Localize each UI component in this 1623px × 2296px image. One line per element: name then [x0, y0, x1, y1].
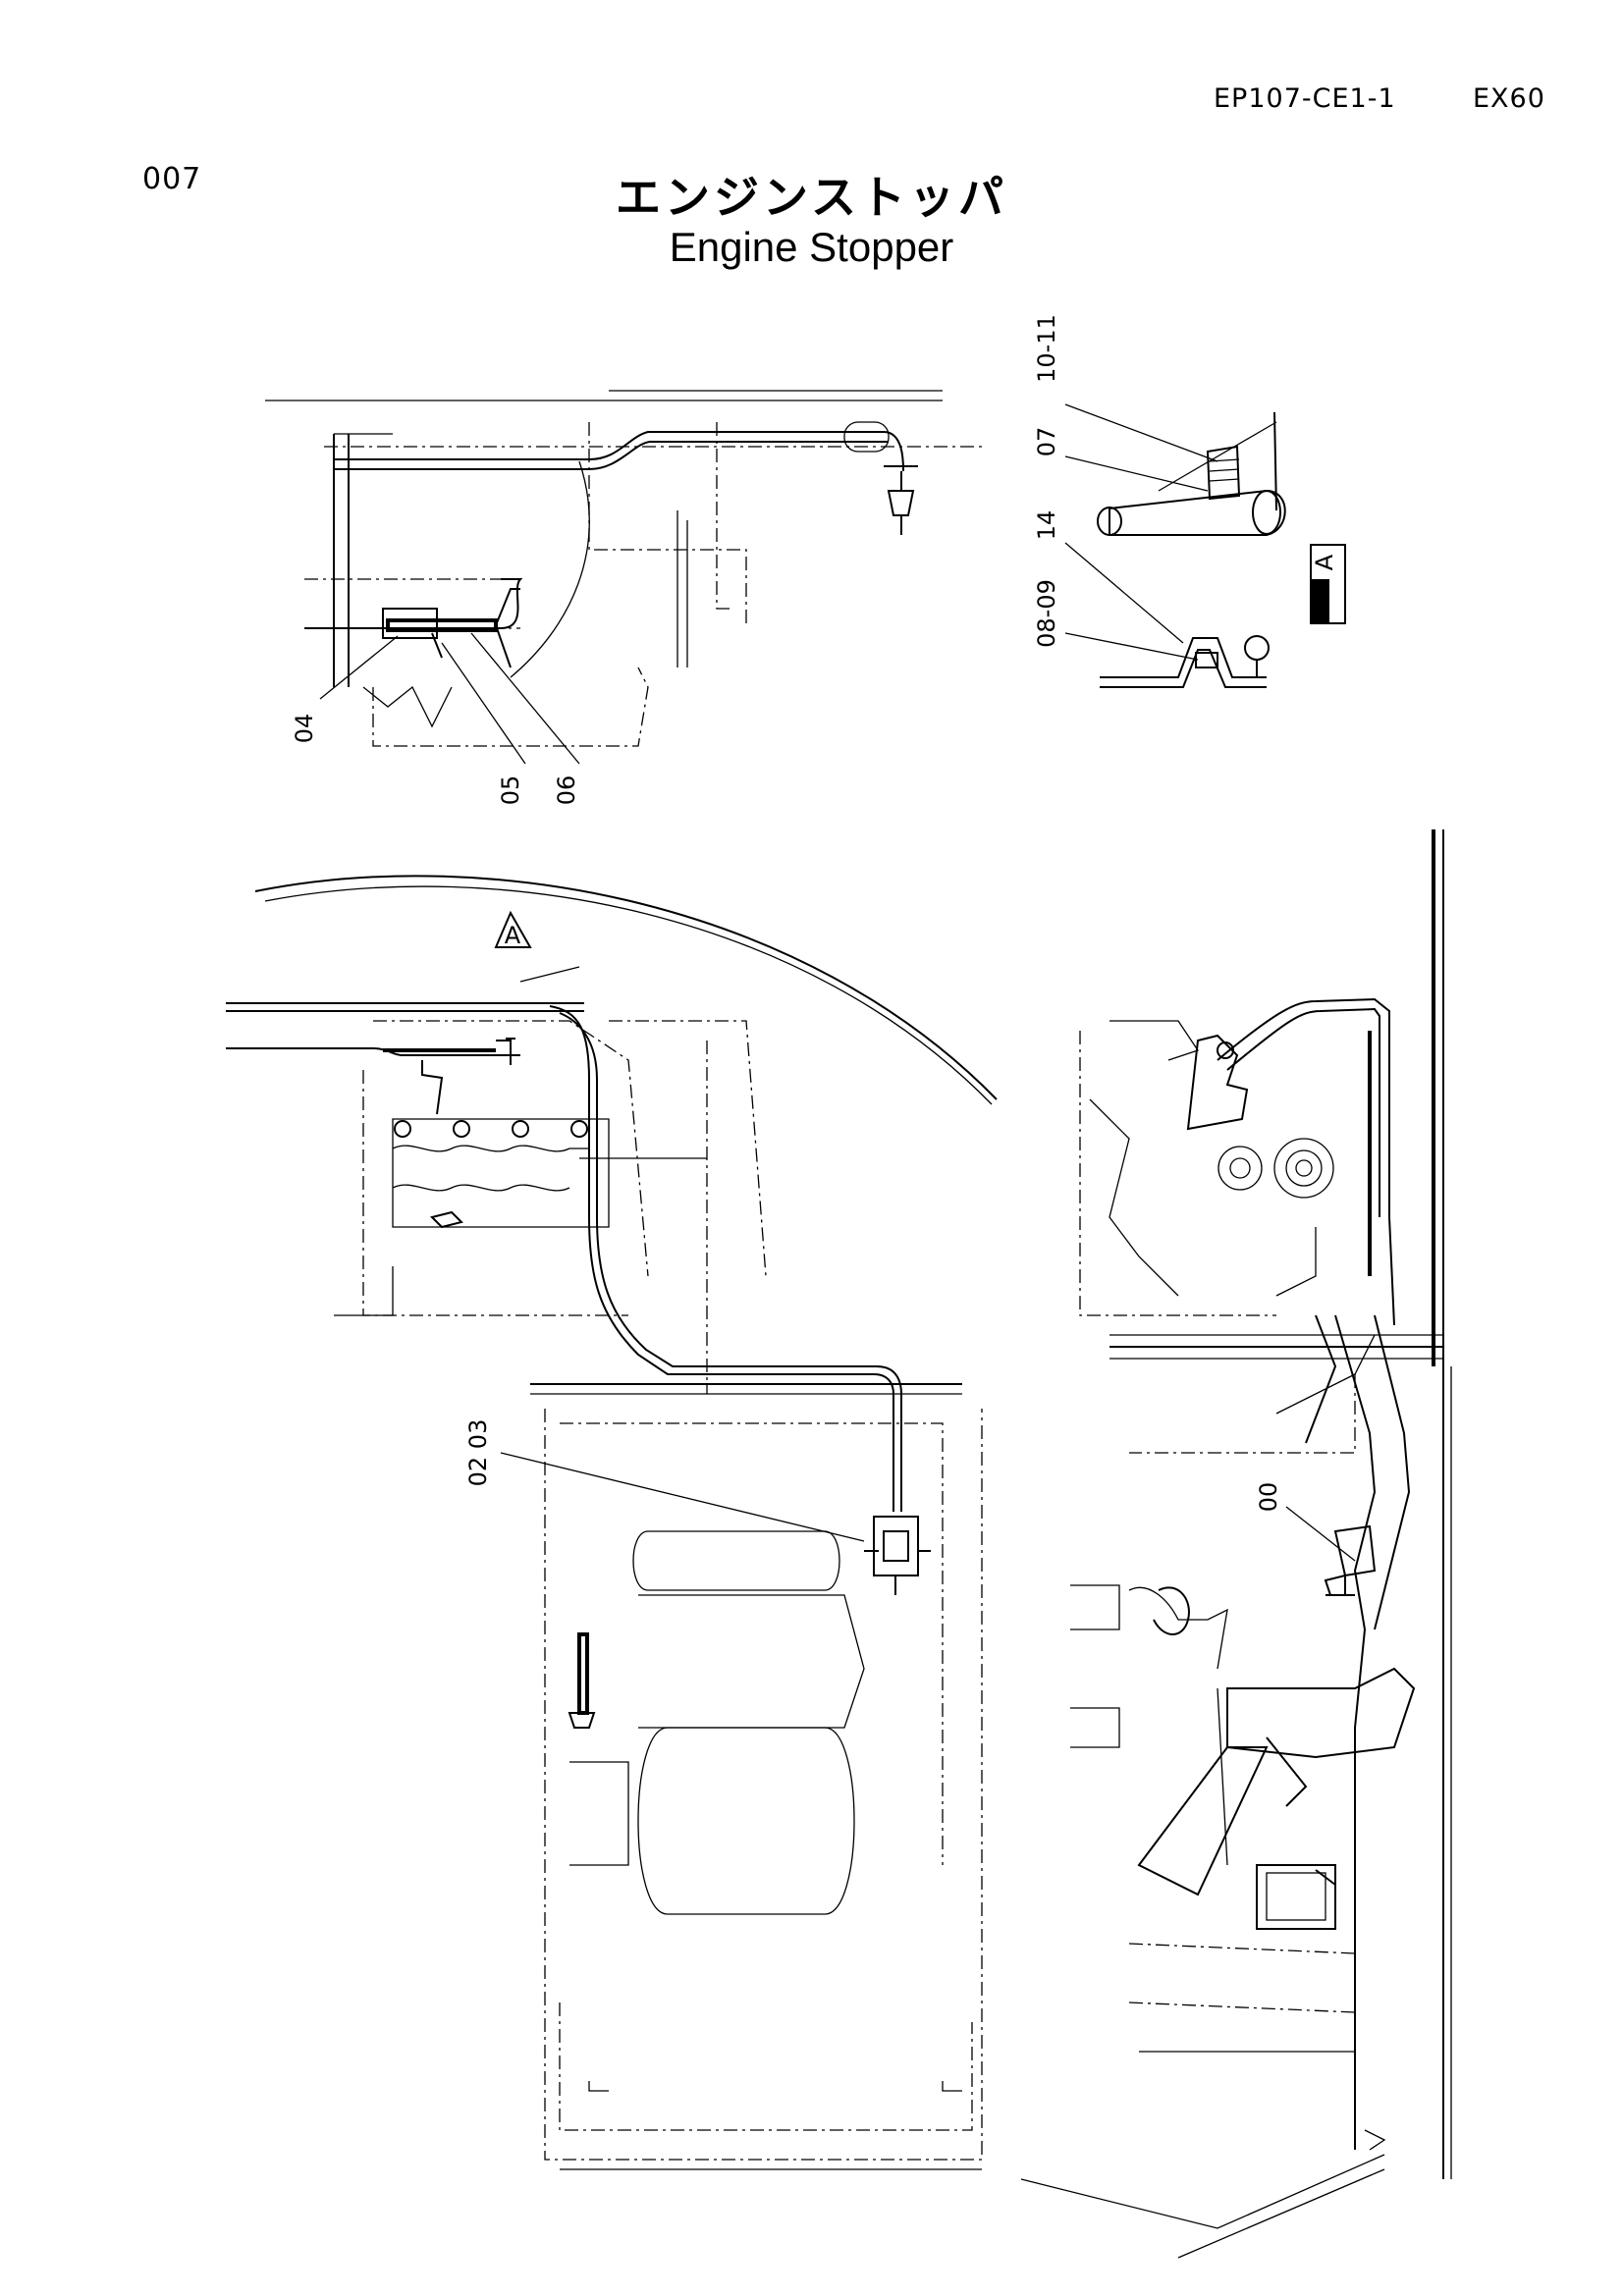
callouts-main: 02 03 00 — [464, 1419, 1356, 1562]
view-marker-arrow: A — [505, 922, 521, 949]
callout-08-09: 08-09 — [1033, 579, 1060, 648]
top-detail-frame — [265, 390, 982, 747]
callout-02-03: 02 03 — [464, 1419, 492, 1487]
callout-04: 04 — [291, 714, 318, 744]
title-japanese: エンジンストッパ — [615, 171, 1008, 224]
side-view — [1020, 829, 1452, 2259]
model-name: EX60 — [1473, 83, 1545, 114]
title-english: Engine Stopper — [669, 224, 954, 270]
main-plan-view: A — [226, 875, 998, 2170]
callouts-top: 10-11 07 14 08-09 04 05 06 — [291, 314, 1218, 806]
callout-00: 00 — [1255, 1482, 1282, 1513]
callout-07: 07 — [1033, 427, 1060, 457]
doc-code: EP107-CE1-1 — [1214, 83, 1396, 114]
lever-detail: A — [1097, 411, 1346, 688]
callout-05: 05 — [497, 775, 524, 806]
page-number: 007 — [142, 162, 202, 196]
callout-06: 06 — [553, 775, 580, 806]
callout-14: 14 — [1033, 510, 1060, 541]
callout-10-11: 10-11 — [1033, 314, 1060, 383]
view-marker-detail: A — [1311, 554, 1338, 570]
